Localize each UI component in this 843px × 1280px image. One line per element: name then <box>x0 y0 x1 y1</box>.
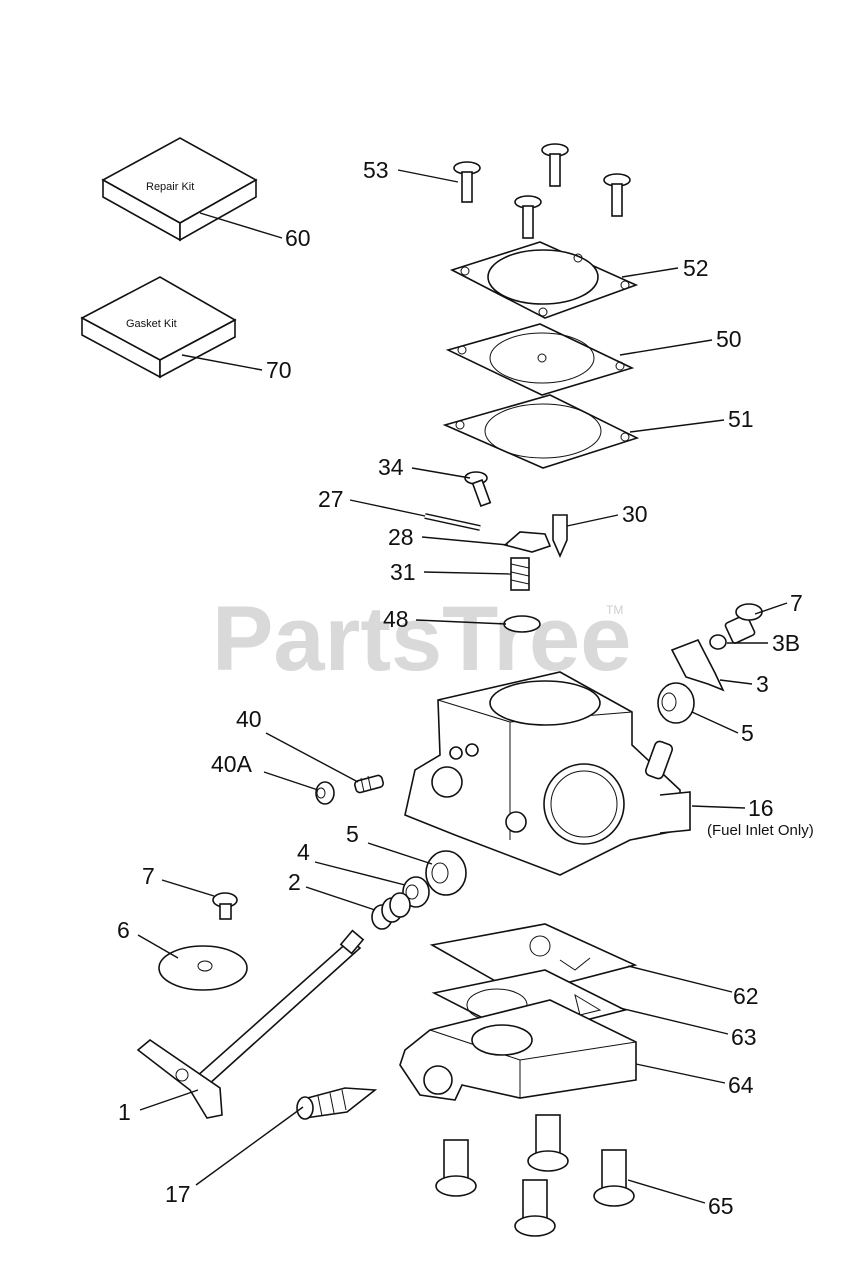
callout-3b: 3B <box>772 630 800 656</box>
idle-needle <box>354 774 384 794</box>
callout-48: 48 <box>383 606 409 632</box>
callout-5-lower: 5 <box>346 821 359 847</box>
pump-body-cover <box>399 999 637 1101</box>
high-speed-screw <box>296 1087 378 1120</box>
repair-kit-box: Repair Kit <box>101 137 258 242</box>
diaphragm-cover-screws <box>453 143 631 239</box>
throttle-plate <box>158 945 248 991</box>
callout-3: 3 <box>756 671 769 697</box>
callout-52: 52 <box>683 255 709 281</box>
watermark: PartsTree TM <box>212 588 631 690</box>
callout-27: 27 <box>318 486 344 512</box>
repair-kit-label: Repair Kit <box>146 181 194 193</box>
lever-screw <box>464 471 492 508</box>
lever-pin <box>424 513 481 531</box>
callout-70: 70 <box>266 357 292 383</box>
callout-labels: 53 60 52 70 50 51 34 27 30 28 31 48 7 3B… <box>117 157 814 1219</box>
bushing-upper <box>657 682 695 724</box>
callout-7-upper: 7 <box>790 590 803 616</box>
callout-31: 31 <box>390 559 416 585</box>
callout-51: 51 <box>728 406 754 432</box>
callout-63: 63 <box>731 1024 757 1050</box>
callout-16-note: (Fuel Inlet Only) <box>707 822 814 839</box>
callout-6: 6 <box>117 917 130 943</box>
watermark-text: PartsTree <box>212 588 631 690</box>
throttle-screw-upper <box>724 603 763 644</box>
callout-40: 40 <box>236 706 262 732</box>
inlet-needle <box>552 514 568 558</box>
pump-gasket <box>442 394 640 469</box>
gasket-kit-label: Gasket Kit <box>126 318 177 330</box>
callout-62: 62 <box>733 983 759 1009</box>
callout-17: 17 <box>165 1181 191 1207</box>
leader-lines <box>137 169 788 1204</box>
welch-plug <box>503 615 541 633</box>
body-screws <box>435 1114 635 1237</box>
pump-cover <box>449 241 639 319</box>
limiter-cap <box>315 781 335 805</box>
bushing-lower <box>425 850 467 896</box>
callout-53: 53 <box>363 157 389 183</box>
callout-60: 60 <box>285 225 311 251</box>
callout-34: 34 <box>378 454 404 480</box>
callout-64: 64 <box>728 1072 754 1098</box>
return-spring <box>371 892 411 930</box>
callout-50: 50 <box>716 326 742 352</box>
metering-lever <box>503 531 552 553</box>
callout-16: 16 <box>748 795 774 821</box>
watermark-tm: TM <box>606 603 623 617</box>
callout-5-upper: 5 <box>741 720 754 746</box>
callout-28: 28 <box>388 524 414 550</box>
stop-plate <box>670 638 725 692</box>
callout-40a: 40A <box>211 751 253 777</box>
callout-1: 1 <box>118 1099 131 1125</box>
carburetor-body <box>404 671 691 876</box>
callout-30: 30 <box>622 501 648 527</box>
throttle-shaft <box>136 929 365 1119</box>
callout-2: 2 <box>288 869 301 895</box>
callout-4: 4 <box>297 839 310 865</box>
diaphragm <box>445 323 635 396</box>
metering-gasket <box>429 923 638 996</box>
callout-7-lower: 7 <box>142 863 155 889</box>
spring-washer <box>709 634 727 650</box>
metering-spring <box>510 557 530 591</box>
callout-65: 65 <box>708 1193 734 1219</box>
throttle-plate-screw <box>212 892 238 920</box>
gasket-kit-box: Gasket Kit <box>80 276 237 379</box>
